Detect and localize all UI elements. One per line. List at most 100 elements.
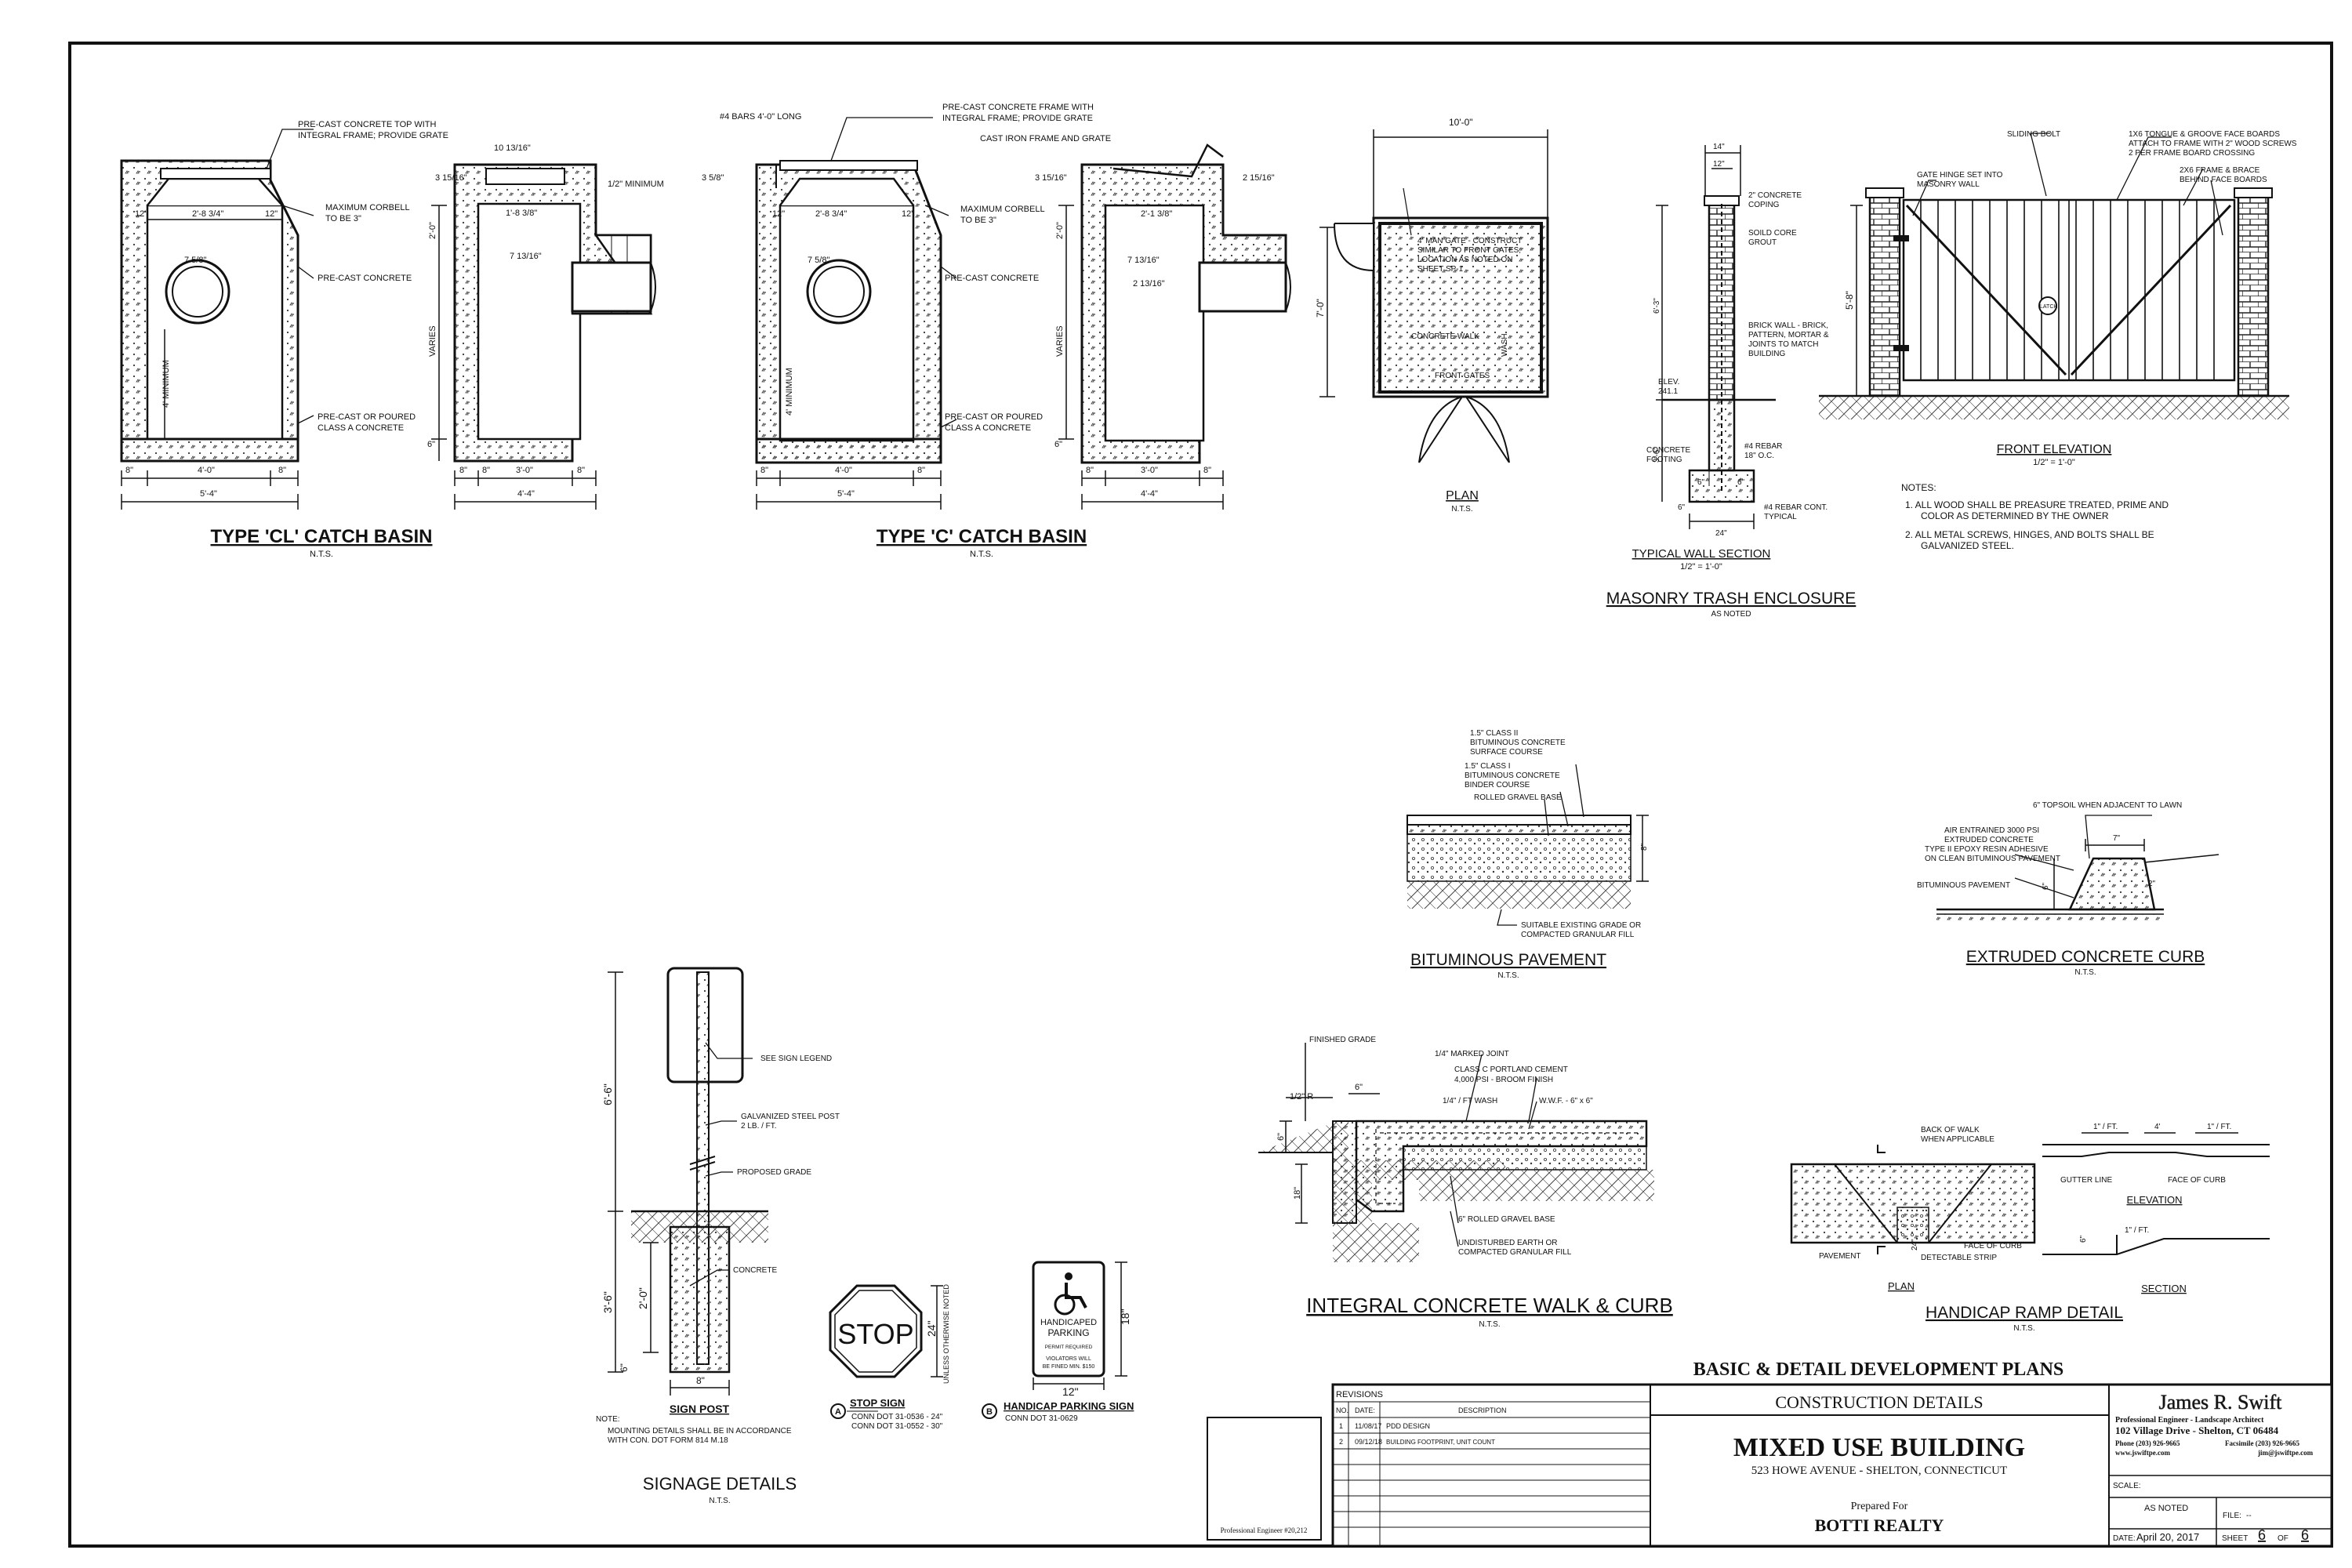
details-front-elevation-notes-0-label: SLIDING BOLT [2007, 130, 2060, 139]
title-block-firm-phone-label: Phone (203) 926-9665 [2115, 1439, 2180, 1447]
details-type-cl-notes-2-label: MAXIMUM CORBELL [325, 203, 410, 212]
details-type-cl-notes-6-label: CLASS A CONCRETE [318, 423, 404, 433]
sheet-title: BASIC & DETAIL DEVELOPMENT PLANS [1693, 1359, 2064, 1380]
details-bituminous-dims-0-label: 8" [1640, 843, 1649, 851]
details-front-elevation-dims-0-label: 5'-8" [1844, 291, 1855, 310]
details-type-c-dims-4-label: 7 5/8" [808, 256, 829, 265]
details-wall-section-notes-13-label: 18" O.C. [1744, 452, 1774, 460]
revision-1-desc: PDD DESIGN [1386, 1422, 1430, 1430]
details-type-cl-dims-1-label: 3 15/16" [435, 173, 467, 183]
date-value: April 20, 2017 [2136, 1531, 2199, 1543]
details-extruded-curb-dims-1-label: 6" [2042, 882, 2050, 890]
details-handicap-ramp-notes-3-label: FACE OF CURB [1964, 1242, 2022, 1250]
details-type-c-dims-17-label: 5'-4" [837, 489, 855, 499]
title-block-columns-2-label: DESCRIPTION [1458, 1406, 1507, 1414]
details-signage-notes-1-label: GALVANIZED STEEL POST [741, 1112, 840, 1121]
bituminous-text: BITUMINOUS PAVEMENT N.T.S. 1.5" CLASS II… [1410, 729, 1649, 980]
trash-enclosure-plan-detail [1319, 129, 1549, 463]
details-type-cl-dims-17-label: 3'-0" [516, 466, 533, 475]
details-bituminous-notes-5-label: BINDER COURSE [1465, 781, 1530, 789]
details-trash-plan-notes-6-label: WASH [1501, 333, 1509, 357]
title-block-sheet-label-label: SHEET [2222, 1534, 2248, 1543]
details-signage-handicap-face-lines-3-label: VIOLATORS WILL [1046, 1356, 1091, 1362]
details-wall-section-notes-1-label: COPING [1748, 201, 1780, 209]
details-handicap-ramp-notes-6-label: FACE OF CURB [2168, 1176, 2226, 1185]
details-type-cl-dims-10-label: VARIES [428, 325, 437, 357]
trash-enclosure-title: MASONRY TRASH ENCLOSURE [1606, 590, 1857, 608]
details-type-c-notes-1-label: PRE-CAST CONCRETE FRAME WITH [942, 103, 1094, 112]
details-type-cl-dims-11-label: 8" [125, 466, 133, 475]
details-handicap-ramp-notes-0-label: BACK OF WALK [1921, 1126, 1980, 1134]
details-type-cl-dims-12-label: 8" [278, 466, 286, 475]
details-type-c-dims-11-label: 2'-0" [1055, 222, 1065, 239]
details-wall-section-dims-0-label: 14" [1713, 143, 1725, 151]
details-extruded-curb-dims-2-label: 2" [2148, 880, 2156, 888]
firm-name: James R. Swift [2159, 1391, 2283, 1414]
sheet-number: 6 [2258, 1527, 2266, 1543]
details-front-elevation-general-notes-3-label: GALVANIZED STEEL. [1921, 540, 2014, 551]
handicap-ramp-text: HANDICAP RAMP DETAIL N.T.S. PLAN ELEVATI… [1819, 1123, 2231, 1333]
details-signage-dims-1-label: 3'-6" [601, 1291, 614, 1313]
details-front-elevation-notes-5-label: MASONRY WALL [1917, 180, 1980, 189]
details-extruded-curb-notes-3-label: TYPE II EPOXY RESIN ADHESIVE [1925, 845, 2049, 854]
title-block-firm-subtitle-label: Professional Engineer - Landscape Archit… [2115, 1416, 2264, 1425]
details-integral-walk-notes-1-label: 1/4" MARKED JOINT [1435, 1050, 1509, 1058]
revision-1-no: 1 [1339, 1422, 1343, 1430]
signage-details-detail [608, 967, 1127, 1419]
title-block-firm-email-label: jim@jswiftpe.com [2257, 1449, 2314, 1457]
details-wall-section-dims-2-label: 6'-3" [1653, 298, 1661, 314]
scale-value: AS NOTED [2144, 1504, 2188, 1513]
details-integral-walk-notes-3-label: 4,000 PSI - BROOM FINISH [1454, 1076, 1553, 1084]
details-integral-walk-title-label: INTEGRAL CONCRETE WALK & CURB [1306, 1294, 1673, 1317]
details-front-elevation-notes-heading-label: NOTES: [1901, 482, 1936, 493]
details-signage-notes-0-label: SEE SIGN LEGEND [760, 1054, 832, 1063]
details-front-elevation-notes-6-label: 2X6 FRAME & BRACE [2180, 166, 2260, 175]
type-c-catch-basin-detail [755, 117, 1291, 510]
details-extruded-curb-scale-label: N.T.S. [2074, 968, 2096, 977]
details-handicap-ramp-notes-1-label: WHEN APPLICABLE [1921, 1135, 1994, 1144]
details-bituminous-scale-label: N.T.S. [1497, 971, 1519, 980]
details-front-elevation-notes-7-label: BEHIND FACE BOARDS [2180, 176, 2267, 184]
project-name: MIXED USE BUILDING [1733, 1433, 2025, 1462]
integral-walk-text: INTEGRAL CONCRETE WALK & CURB N.T.S. FIN… [1276, 1036, 1673, 1329]
details-trash-plan-notes-2-label: LOCATION AS NOTED ON [1417, 256, 1513, 264]
details-type-cl-dims-2-label: 1'-8 3/8" [506, 209, 537, 218]
details-type-cl-dims-19-label: 4'-4" [517, 489, 535, 499]
details-type-c-dims-1-label: 2'-8 3/4" [815, 209, 847, 219]
details-handicap-ramp-notes-9-label: 1" / FT. [2207, 1123, 2231, 1131]
details-type-c-notes-0-label: #4 BARS 4'-0" LONG [720, 112, 801, 122]
details-handicap-ramp-elevation-label-label: ELEVATION [2126, 1194, 2182, 1206]
details-handicap-ramp-section-label-label: SECTION [2141, 1283, 2187, 1294]
details-trash-plan-dims-0-label: 10'-0" [1449, 117, 1473, 128]
details-signage-scale-label: N.T.S. [709, 1497, 730, 1505]
revision-2-desc: BUILDING FOOTPRINT, UNIT COUNT [1386, 1439, 1495, 1446]
type-cl-title: TYPE 'CL' CATCH BASIN [211, 526, 433, 547]
details-type-c-notes-2-label: INTEGRAL FRAME; PROVIDE GRATE [942, 114, 1093, 123]
details-wall-section-dims-6-label: 6" [1678, 503, 1686, 512]
details-type-c-dims-10-label: 2 13/16" [1133, 279, 1165, 289]
details-signage-handicap-face-lines-4-label: BE FINED MIN. $150 [1043, 1364, 1095, 1370]
typical-wall-section-detail [1656, 145, 1776, 529]
title-block-of-label-label: OF [2278, 1534, 2288, 1543]
title-block-firm-address-label: 102 Village Drive - Shelton, CT 06484 [2115, 1425, 2279, 1436]
details-front-elevation-notes-4-label: GATE HINGE SET INTO [1917, 171, 2003, 180]
details-signage-handicap-title-label: HANDICAP PARKING SIGN [1004, 1400, 1134, 1412]
details-integral-walk-dims-1-label: 6" [1355, 1083, 1363, 1092]
title-block-text: REVISIONS NO. DATE: DESCRIPTION 1 11/08/… [1221, 1390, 2314, 1543]
details-type-c-notes-4-label: MAXIMUM CORBELL [960, 205, 1045, 214]
title-block-firm-web-label: www.jswiftpe.com [2115, 1449, 2170, 1457]
details-wall-section-dims-3-label: 3'-6" [1653, 447, 1661, 463]
details-type-cl-dims-18-label: 8" [482, 466, 490, 475]
details-bituminous-notes-3-label: 1.5" CLASS I [1465, 762, 1511, 771]
details-type-c-notes-7-label: PRE-CAST OR POURED [945, 412, 1043, 422]
title-block-scale-label-label: SCALE: [2113, 1482, 2141, 1490]
details-front-elevation-notes-8-label: LATCH [2040, 304, 2057, 310]
details-type-cl-notes-4-label: PRE-CAST CONCRETE [318, 274, 412, 283]
details-type-c-dims-6-label: 2 15/16" [1243, 173, 1275, 183]
details-extruded-curb-dims-0-label: 7" [2113, 834, 2121, 843]
details-wall-section-dims-5-label: 6" [1737, 478, 1745, 487]
details-bituminous-title-label: BITUMINOUS PAVEMENT [1410, 951, 1606, 969]
extruded-concrete-curb-detail [1936, 815, 2220, 924]
details-integral-walk-notes-0-label: FINISHED GRADE [1309, 1036, 1376, 1044]
